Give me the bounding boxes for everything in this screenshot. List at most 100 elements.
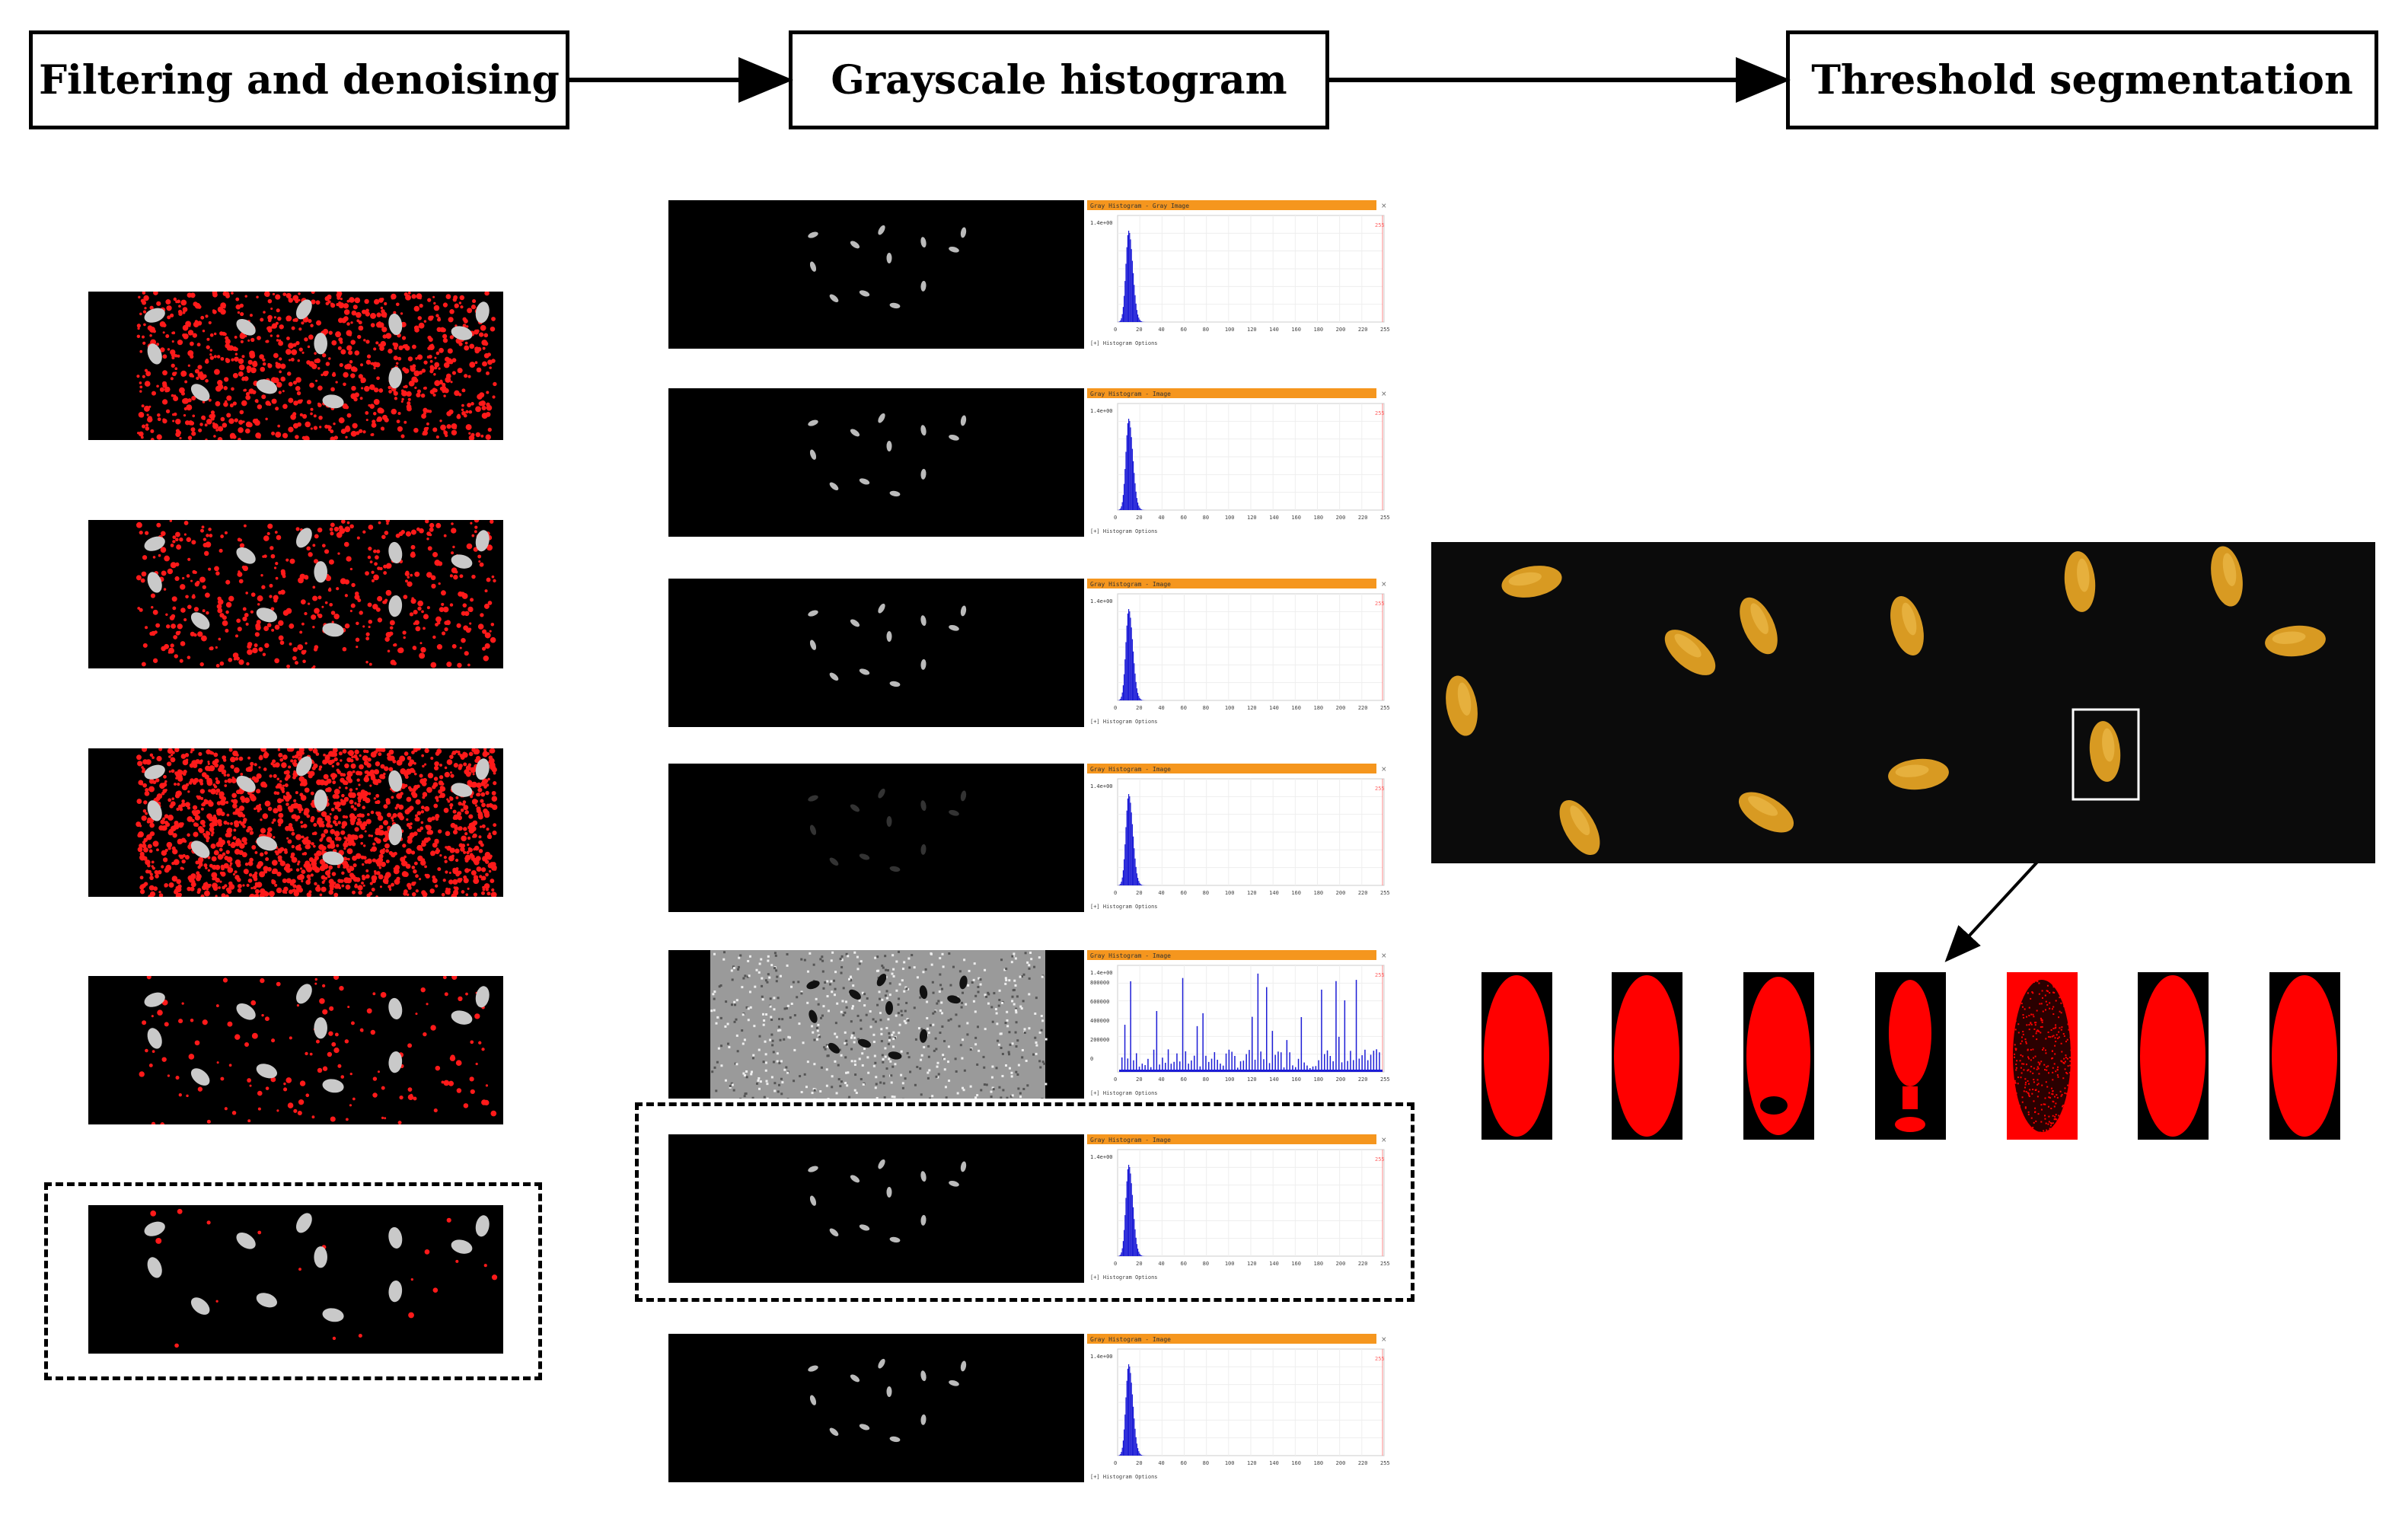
x-tick-label: 80 <box>1203 515 1209 521</box>
x-tick-label: 20 <box>1136 327 1142 333</box>
grain <box>451 554 473 569</box>
histogram-title-bar <box>1087 1334 1376 1344</box>
grain <box>256 608 277 623</box>
y-tick-label: 0 <box>1090 1056 1093 1062</box>
grain <box>314 1017 327 1039</box>
x-tick-label: 220 <box>1358 327 1368 333</box>
histogram-options: [+] Histogram Options <box>1090 1274 1158 1281</box>
x-tick-label: 80 <box>1203 890 1209 896</box>
filtered-image <box>88 748 503 897</box>
x-tick-label: 140 <box>1269 1261 1279 1267</box>
grain <box>296 528 312 548</box>
x-tick-label: 140 <box>1269 327 1279 333</box>
stage-threshold-label: Threshold segmentation <box>1811 56 2353 104</box>
close-icon: × <box>1381 1137 1387 1144</box>
grain <box>388 997 403 1019</box>
x-tick-label: 0 <box>1114 1076 1117 1083</box>
grain <box>322 1308 344 1322</box>
selected-filter-highlight <box>44 1182 542 1380</box>
y-tick-label: 400000 <box>1090 1018 1109 1024</box>
x-tick-label: 220 <box>1358 515 1368 521</box>
histogram-options: [+] Histogram Options <box>1090 904 1158 910</box>
grain <box>147 343 162 365</box>
filtered-image <box>88 1205 503 1354</box>
x-tick-label: 40 <box>1158 1261 1164 1267</box>
x-tick-label: 80 <box>1203 705 1209 711</box>
histogram-title-bar <box>1087 950 1376 960</box>
stage-filtering-box: Filtering and denoising <box>29 30 569 129</box>
x-tick-label: 160 <box>1291 1460 1301 1466</box>
x-tick-label: 60 <box>1181 1261 1187 1267</box>
close-icon: × <box>1381 952 1387 960</box>
segmentation-mask <box>2138 972 2209 1140</box>
y-tick-label: 200000 <box>1090 1037 1109 1043</box>
x-tick-label: 220 <box>1358 890 1368 896</box>
x-tick-label: 100 <box>1225 1076 1235 1083</box>
grain <box>296 1213 312 1233</box>
grain <box>322 394 344 409</box>
x-tick-label: 200 <box>1336 1076 1346 1083</box>
x-tick-label: 100 <box>1225 705 1235 711</box>
x-tick-label: 160 <box>1291 890 1301 896</box>
filtered-image <box>88 976 503 1124</box>
right-marker: 255 <box>1375 222 1385 228</box>
x-tick-label: 160 <box>1291 515 1301 521</box>
grain <box>475 301 490 324</box>
x-tick-label: 255 <box>1380 1076 1390 1083</box>
grayscale-image <box>668 950 1084 1099</box>
histogram-title: Gray Histogram - Image <box>1090 766 1171 773</box>
x-tick-label: 80 <box>1203 1460 1209 1466</box>
histogram-title-bar <box>1087 200 1376 210</box>
grain <box>322 1079 344 1093</box>
grain <box>147 800 162 821</box>
grayscale-image <box>668 579 1084 727</box>
x-tick-label: 0 <box>1114 705 1117 711</box>
y-top-label: 1.4e+00 <box>1090 1154 1113 1160</box>
grain <box>388 770 403 792</box>
segmentation-mask <box>2269 972 2340 1140</box>
x-tick-label: 120 <box>1247 327 1257 333</box>
segmentation-mask <box>1743 972 1814 1140</box>
grain <box>451 783 473 797</box>
grain <box>147 1028 162 1049</box>
grain <box>388 1051 403 1073</box>
grain <box>451 326 473 340</box>
grain <box>147 572 162 593</box>
grain <box>144 764 165 780</box>
close-icon: × <box>1381 766 1387 773</box>
y-top-label: 1.4e+00 <box>1090 783 1113 789</box>
x-tick-label: 255 <box>1380 1261 1390 1267</box>
grain <box>147 1257 162 1278</box>
histogram-options: [+] Histogram Options <box>1090 1090 1158 1096</box>
histogram-options: [+] Histogram Options <box>1090 528 1158 534</box>
x-tick-label: 140 <box>1269 1076 1279 1083</box>
x-tick-label: 100 <box>1225 1460 1235 1466</box>
grain <box>256 379 277 394</box>
grain <box>256 1293 277 1308</box>
x-tick-label: 200 <box>1336 1261 1346 1267</box>
grain <box>451 1239 473 1254</box>
close-icon: × <box>1381 581 1387 588</box>
y-top-label: 1.4e+00 <box>1090 408 1113 414</box>
grain <box>314 1246 327 1268</box>
histogram-title: Gray Histogram - Image <box>1090 1137 1171 1143</box>
selected-histogram-highlight <box>635 1102 1415 1302</box>
x-tick-label: 40 <box>1158 1076 1164 1083</box>
grain <box>451 1010 473 1025</box>
x-tick-label: 0 <box>1114 890 1117 896</box>
x-tick-label: 140 <box>1269 890 1279 896</box>
grayscale-image <box>668 388 1084 537</box>
close-icon: × <box>1381 203 1387 210</box>
histogram-title-bar <box>1087 1134 1376 1144</box>
x-tick-label: 200 <box>1336 327 1346 333</box>
y-top-label: 1.4e+00 <box>1090 220 1113 226</box>
crop-selection-box <box>2072 708 2140 801</box>
grain <box>475 758 490 780</box>
grayscale-image <box>668 764 1084 912</box>
x-tick-label: 255 <box>1380 705 1390 711</box>
x-tick-label: 0 <box>1114 1261 1117 1267</box>
